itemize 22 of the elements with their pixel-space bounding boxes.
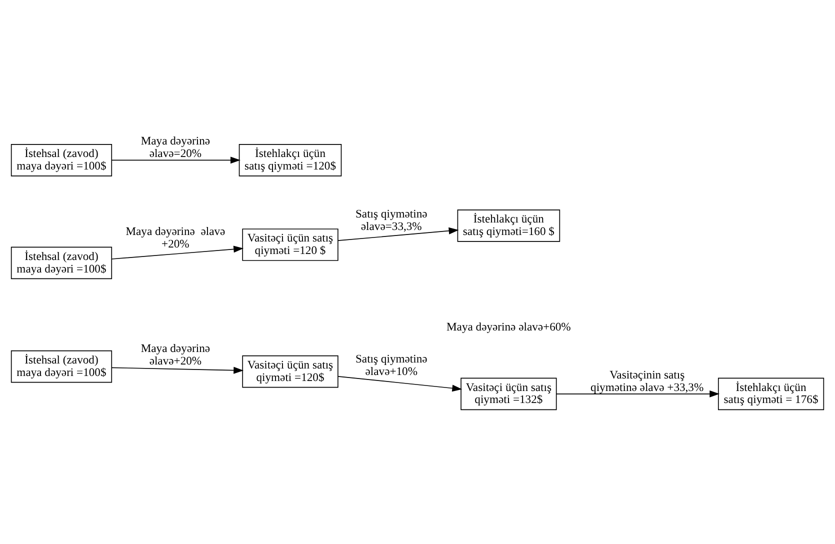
node-box: İstehsal (zavod) maya dəyəri =100$ xyxy=(10,144,112,176)
edge-label: Maya dəyərinə əlavə+20% xyxy=(140,341,210,367)
node-box: Vasitəçi üçün satış qiyməti =120$ xyxy=(242,354,338,388)
node-box: İstehlakçı üçün satış qiyməti = 176$ xyxy=(718,377,824,410)
node-box: İstehsal (zavod) maya dəyəri =100$ xyxy=(10,350,112,382)
arrow xyxy=(338,376,462,392)
arrow xyxy=(338,226,459,240)
edge-label: Satış qiymətinə əlavə=33,3% xyxy=(355,207,428,232)
edge-label: Maya dəyərinə əlavə +20% xyxy=(126,224,226,250)
arrow xyxy=(556,390,720,397)
arrow xyxy=(111,156,240,164)
label: Maya dəyərinə əlavə+60% xyxy=(446,320,571,334)
arrow xyxy=(111,366,244,374)
edge-label: Maya dəyərinə əlavə=20% xyxy=(140,134,210,160)
node-box: İstehlakçı üçün satış qiyməti =120$ xyxy=(238,144,342,176)
edge-label: Vasitəçinin satış qiymətinə əlavə +33,3% xyxy=(590,368,704,394)
node-box: İstehsal (zavod) maya dəyəri =100$ xyxy=(10,246,112,279)
arrow xyxy=(111,245,244,259)
edge-label: Satış qiymətinə əlavə+10% xyxy=(355,352,428,378)
node-box: Vasitəçi üçün satış qiyməti =120 $ xyxy=(242,228,338,260)
node-box: Vasitəçi üçün satış qiyməti =132$ xyxy=(460,377,557,410)
node-box: İstehlakçı üçün satış qiyməti=160 $ xyxy=(457,209,560,242)
